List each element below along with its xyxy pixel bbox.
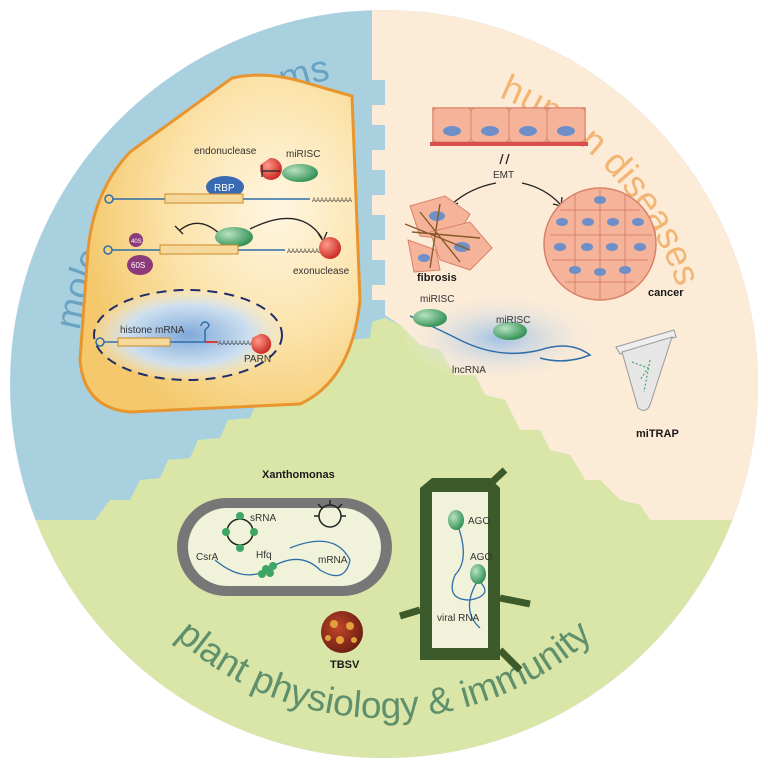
label-rbp: RBP: [214, 183, 235, 194]
poly-a-tail-1: AAAAAAAAAA: [312, 198, 352, 204]
mirisc-icon-top: [282, 164, 318, 182]
tbsv-virus-icon: [321, 611, 363, 653]
emt-arrow-left: [451, 182, 497, 205]
ribosome-60s-icon: [127, 255, 153, 275]
label-mrna: mRNA: [318, 555, 348, 566]
emt-inhibition-mark: [499, 153, 510, 165]
label-xanthomonas: Xanthomonas: [262, 469, 335, 481]
ago-icon-top: [448, 510, 464, 530]
poly-a-tail-histone: AAAAAAAAAA: [218, 341, 258, 347]
label-mirisc-top: miRISC: [286, 149, 320, 160]
histone-mrna-strand: [95, 321, 218, 347]
label-mirisc-lnc-1: miRISC: [420, 294, 454, 305]
label-ago-bottom: AGO: [470, 552, 492, 563]
label-exonuclease: exonuclease: [293, 266, 350, 277]
epithelial-layer: [430, 107, 588, 146]
label-hfq: Hfq: [256, 550, 272, 561]
label-endonuclease: endonuclease: [194, 146, 257, 157]
endonuclease-pacman-icon: [259, 157, 282, 180]
poly-a-tail-2: AAAAAAAAAA: [287, 249, 327, 255]
label-viral-rna: viral RNA: [437, 613, 480, 624]
nucleus: [93, 289, 283, 381]
rbp-icon: [206, 176, 244, 198]
label-40s: 40S: [131, 239, 142, 245]
label-histone-mrna: histone mRNA: [120, 325, 185, 336]
label-ago-top: AGO: [468, 516, 490, 527]
label-emt: EMT: [493, 170, 514, 181]
label-srna: sRNA: [250, 513, 276, 524]
lncrna-sponge: [405, 296, 595, 380]
tumor-cell-cluster: [543, 187, 657, 301]
mirisc-icon-lnc-2: [493, 322, 527, 340]
label-mitrap: miTRAP: [636, 428, 679, 440]
parn-pacman-icon: [251, 333, 272, 354]
emt-arrow-right: [521, 182, 561, 205]
label-tbsv: TBSV: [330, 659, 360, 671]
label-lncrna: lncRNA: [452, 365, 486, 376]
label-cancer: cancer: [648, 287, 684, 299]
mrna-strand-2: [103, 244, 285, 255]
ribosome-40s-icon: [129, 233, 143, 247]
mitrap-tube-icon: [615, 329, 677, 411]
plant-cell: [398, 467, 531, 673]
xanthomonas-bacterium: [177, 498, 392, 596]
label-fibrosis: fibrosis: [417, 272, 457, 284]
eukaryotic-cell: endonuclease miRISC RBP AAAAAAAAAA 40S 6…: [78, 73, 362, 414]
mirisc-icon-lnc-1: [413, 309, 447, 327]
label-csra: CsrA: [196, 552, 219, 563]
label-mirisc-lnc-2: miRISC: [496, 315, 530, 326]
hfq-icon: [258, 562, 277, 578]
exonuclease-icon: [319, 237, 341, 259]
decay-arrow: [249, 217, 323, 239]
fibroblast-cells: [404, 195, 493, 273]
mrna-strand-1: [104, 193, 310, 204]
ago-icon-bottom: [470, 564, 486, 584]
mirisc-icon-middle: [215, 227, 253, 247]
label-60s: 60S: [131, 261, 145, 270]
label-parn: PARN: [244, 354, 271, 365]
